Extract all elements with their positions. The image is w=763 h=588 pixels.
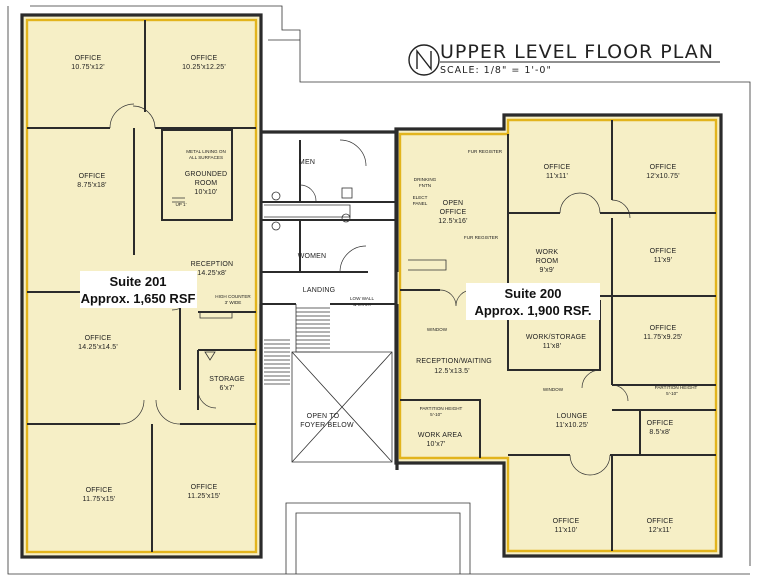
room-office-b-name: OFFICE	[191, 55, 218, 62]
note-high-counter-2: 3' WIDE	[225, 300, 242, 305]
room-storage-name: STORAGE	[209, 376, 245, 383]
room-open-office-name-2: OFFICE	[440, 209, 467, 216]
suite-201-callout-bg	[80, 271, 197, 308]
core-walls	[261, 130, 399, 273]
room-grounded-name-2: ROOM	[195, 180, 218, 187]
core-labels: MEN WOMEN LANDING LOW WALL & STAIR OPEN …	[298, 159, 375, 429]
note-metal-lining: METAL LINING ON	[186, 149, 226, 154]
note-fur-register-2: FUR REGISTER	[464, 235, 499, 240]
room-work-area-size: 10'x7'	[426, 441, 445, 448]
note-foyer-below: FOYER BELOW	[300, 422, 354, 429]
plan-title: UPPER LEVEL FLOOR PLAN	[440, 41, 714, 63]
room-office-b-size: 10.25'x12.25'	[182, 64, 226, 71]
room-landing: LANDING	[303, 287, 336, 294]
note-fountain: FNTN	[419, 183, 431, 188]
room-reception-201-name: RECEPTION	[191, 261, 234, 268]
room-office-i-size: 11'x9'	[654, 257, 673, 264]
room-reception-waiting-size: 12.5'x13.5'	[434, 368, 470, 375]
room-office-k-size: 8.5'x8'	[649, 429, 670, 436]
room-work-room-name: WORK	[536, 249, 559, 256]
suite-201-labels: OFFICE 10.75'x12' OFFICE 10.25'x12.25' O…	[71, 55, 251, 503]
room-office-c-name: OFFICE	[79, 173, 106, 180]
note-up: UP 1'	[175, 202, 186, 207]
stair-treads	[264, 307, 330, 385]
room-reception-201-size: 14.25'x8'	[197, 270, 226, 277]
room-office-l-name: OFFICE	[553, 518, 580, 525]
suite-201-name: Suite 201	[109, 274, 166, 289]
note-drinking: DRINKING	[414, 177, 437, 182]
room-lounge-size: 11'x10.25'	[556, 422, 589, 429]
suite-201-area: Approx. 1,650 RSF	[81, 291, 196, 306]
room-open-office-size: 12.5'x16'	[438, 218, 467, 225]
room-office-f-size: 11.25'x15'	[188, 493, 221, 500]
room-men: MEN	[299, 159, 315, 166]
landing-area	[260, 272, 397, 304]
north-arrow-glyph	[416, 48, 432, 72]
room-reception-waiting-name: RECEPTION/WAITING	[416, 358, 492, 365]
suite-201-callout: Suite 201 Approx. 1,650 RSF	[80, 271, 197, 308]
room-office-e-size: 11.75'x15'	[83, 496, 116, 503]
note-elect: ELECT	[413, 195, 428, 200]
suite-200-name: Suite 200	[504, 286, 561, 301]
room-grounded-name: GROUNDED	[185, 171, 227, 178]
title-block: UPPER LEVEL FLOOR PLAN SCALE: 1/8" = 1'-…	[408, 41, 720, 76]
room-office-h-size: 12'x10.75'	[646, 173, 679, 180]
note-partition-2: PARTITION HEIGHT	[420, 406, 463, 411]
note-partition-2b: 5'-10"	[430, 412, 442, 417]
room-work-room-name-2: ROOM	[536, 258, 559, 265]
note-window-1: WINDOW	[427, 327, 448, 332]
note-metal-lining-2: ALL SURFACES	[189, 155, 223, 160]
room-office-a-size: 10.75'x12'	[71, 64, 104, 71]
room-office-g-size: 11'x11'	[546, 173, 568, 180]
room-open-office-name: OPEN	[443, 200, 464, 207]
room-office-i-name: OFFICE	[650, 248, 677, 255]
suite-200-callout: Suite 200 Approx. 1,900 RSF.	[466, 283, 600, 320]
room-work-area-name: WORK AREA	[418, 432, 462, 439]
note-open-to: OPEN TO	[307, 413, 340, 420]
room-lounge-name: LOUNGE	[557, 413, 588, 420]
room-office-j-name: OFFICE	[650, 325, 677, 332]
room-office-g-name: OFFICE	[544, 164, 571, 171]
note-high-counter: HIGH COUNTER	[215, 294, 251, 299]
room-office-c-size: 8.75'x18'	[77, 182, 106, 189]
note-window-2: WINDOW	[543, 387, 564, 392]
room-office-j-size: 11.75'x9.25'	[643, 334, 682, 341]
room-women: WOMEN	[298, 253, 327, 260]
room-work-storage-size: 11'x8'	[543, 343, 562, 350]
plan-scale: SCALE: 1/8" = 1'-0"	[440, 65, 552, 76]
north-arrow-icon	[408, 44, 440, 76]
room-office-h-name: OFFICE	[650, 164, 677, 171]
note-fur-register-1: FUR REGISTER	[468, 149, 503, 154]
room-office-e-name: OFFICE	[86, 487, 113, 494]
stair-area	[259, 303, 399, 470]
room-storage-size: 6'x7'	[220, 385, 235, 392]
note-low-wall-2: & STAIR	[353, 302, 371, 307]
room-office-a-name: OFFICE	[75, 55, 102, 62]
suite-201-walls	[20, 13, 263, 559]
note-low-wall: LOW WALL	[350, 296, 375, 301]
room-office-m-name: OFFICE	[647, 518, 674, 525]
room-grounded-size: 10'x10'	[194, 189, 217, 196]
room-office-m-size: 12'x11'	[649, 527, 672, 534]
room-office-f-name: OFFICE	[191, 484, 218, 491]
note-partition-1b: 5'-10"	[666, 391, 678, 396]
room-work-storage-name: WORK/STORAGE	[526, 334, 586, 341]
suite-200-callout-bg	[466, 283, 600, 320]
note-panel: PANEL	[413, 201, 428, 206]
suite-200-area: Approx. 1,900 RSF.	[474, 303, 591, 318]
room-office-d-name: OFFICE	[85, 335, 112, 342]
room-office-k-name: OFFICE	[647, 420, 674, 427]
note-partition-1: PARTITION HEIGHT	[655, 385, 698, 390]
room-office-l-size: 11'x10'	[555, 527, 578, 534]
room-work-room-size: 9'x9'	[540, 267, 555, 274]
room-office-d-size: 14.25'x14.5'	[78, 344, 118, 351]
suite-200-labels: DRINKING FNTN ELECT PANEL FUR REGISTER F…	[413, 149, 698, 534]
site-lines	[7, 5, 751, 575]
